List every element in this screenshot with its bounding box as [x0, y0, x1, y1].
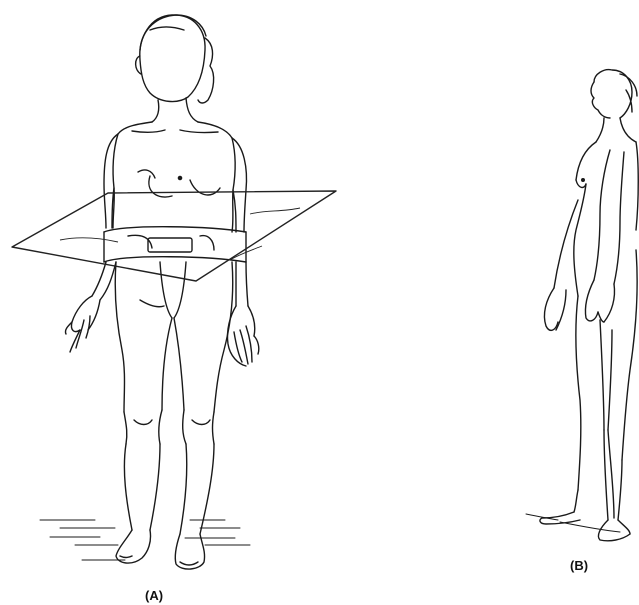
panel-b-label: (B) [570, 559, 588, 572]
hand-right [227, 306, 258, 366]
head-side [591, 70, 637, 118]
panel-a-label: (A) [145, 589, 163, 602]
panel-a-illustration [40, 15, 259, 569]
feet-front [116, 530, 205, 569]
transverse-plane [12, 191, 336, 281]
hand-left [65, 296, 100, 352]
head-front [136, 15, 214, 103]
waist-band [104, 227, 246, 262]
panel-b-illustration [526, 70, 638, 541]
